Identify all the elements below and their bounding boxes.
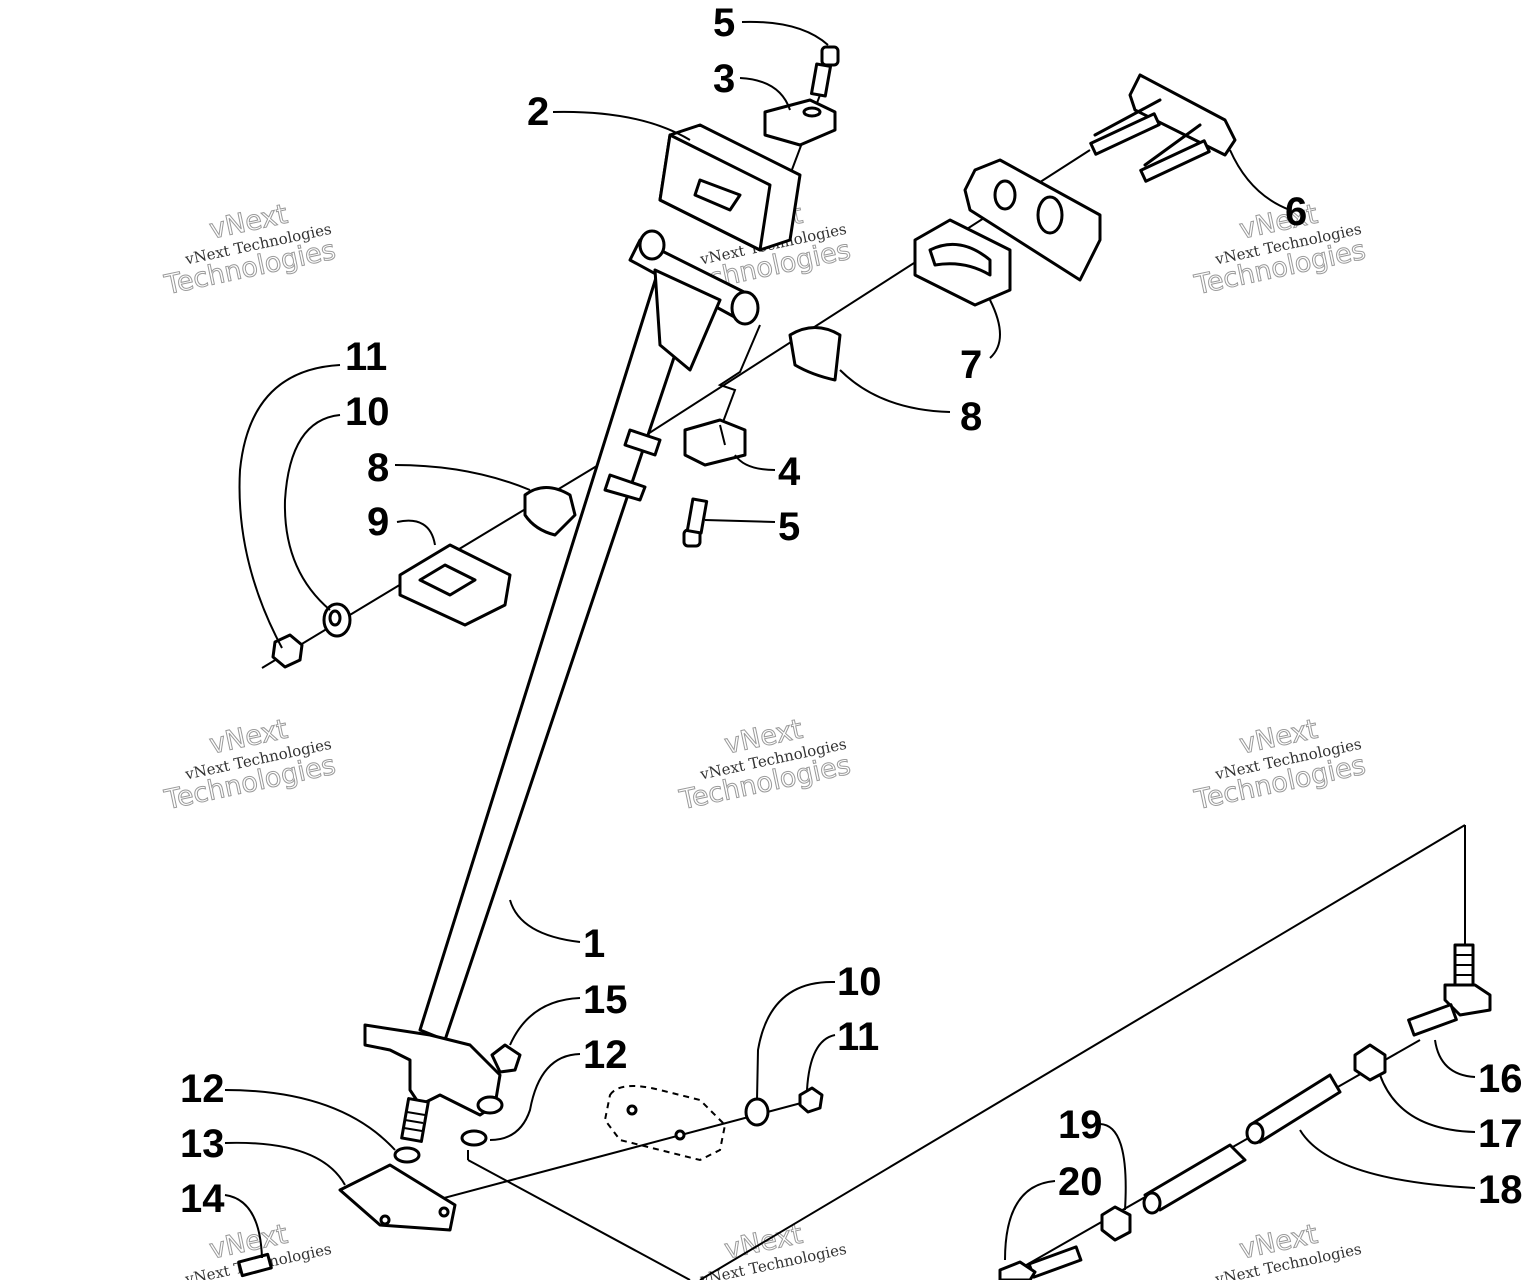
callout-8-left: 8 — [367, 446, 389, 490]
bushing-8-left — [523, 486, 577, 537]
tie-rod-18 — [1142, 1073, 1342, 1215]
washer-12-right — [460, 1129, 488, 1147]
callout-12-left: 12 — [180, 1067, 225, 1111]
watermark-4: vNext vNext Technologies Technologies — [161, 713, 339, 816]
callout-4: 4 — [778, 450, 801, 494]
callout-16: 16 — [1478, 1057, 1523, 1101]
callout-20: 20 — [1058, 1160, 1103, 1204]
leader-lines — [224, 20, 1476, 1261]
watermark-5: vNext vNext Technologies Technologies — [676, 713, 854, 816]
steering-post — [363, 229, 760, 1143]
callout-5-upper: 5 — [713, 1, 735, 45]
bracket-13 — [338, 1163, 457, 1232]
callout-13: 13 — [180, 1122, 225, 1166]
callout-7: 7 — [960, 343, 982, 387]
mount-plate — [963, 158, 1102, 282]
callout-8-right: 8 — [960, 395, 982, 439]
callout-19: 19 — [1058, 1103, 1103, 1147]
clamp-9 — [398, 543, 512, 627]
nut-11-right — [798, 1086, 824, 1114]
jam-nut-19 — [1100, 1205, 1132, 1242]
callout-10-right: 10 — [837, 960, 882, 1004]
callout-10-left: 10 — [345, 390, 390, 434]
watermark-6: vNext vNext Technologies Technologies — [1191, 713, 1369, 816]
callout-11-left: 11 — [345, 335, 387, 379]
callout-12-right: 12 — [583, 1033, 628, 1077]
tie-rod-end-20 — [998, 1245, 1083, 1280]
bushing-8-upper — [788, 326, 842, 382]
handlebar-block — [658, 123, 802, 252]
watermark-3: vNext vNext Technologies Technologies — [1191, 198, 1369, 301]
washer-10-left — [322, 602, 352, 638]
bolt-upper — [810, 45, 840, 98]
clamp-half-7 — [913, 218, 1012, 307]
callout-3: 3 — [713, 57, 735, 101]
callout-18: 18 — [1478, 1168, 1523, 1212]
callout-2: 2 — [527, 90, 549, 134]
callout-6: 6 — [1285, 190, 1307, 234]
watermark-9: vNext vNext Technologies — [1213, 1218, 1363, 1280]
callout-15: 15 — [583, 978, 628, 1022]
clamp-cap-upper — [763, 98, 837, 147]
bolt-lower — [682, 497, 709, 548]
washer-12-left — [393, 1146, 421, 1164]
jam-nut-17 — [1353, 1043, 1387, 1082]
bolt-14 — [237, 1252, 273, 1278]
callout-5-lower: 5 — [778, 505, 800, 549]
callout-11-right: 11 — [837, 1015, 879, 1059]
callout-14: 14 — [180, 1177, 225, 1221]
frame-reference — [603, 1085, 727, 1162]
u-bolt-plate — [1089, 73, 1237, 183]
washer-10-right — [744, 1097, 770, 1127]
callout-1: 1 — [583, 922, 605, 966]
callout-labels: 5 3 2 6 7 8 11 10 8 9 4 5 1 15 10 11 12 … — [180, 1, 1523, 1221]
watermark-8: vNext vNext Technologies — [698, 1218, 848, 1280]
callout-17: 17 — [1478, 1112, 1523, 1156]
tie-rod-end-16 — [1407, 943, 1492, 1037]
clamp-block-4 — [683, 418, 747, 467]
callout-9: 9 — [367, 500, 389, 544]
nut-15 — [490, 1043, 522, 1074]
watermark-1: vNext vNext Technologies Technologies — [161, 198, 339, 301]
